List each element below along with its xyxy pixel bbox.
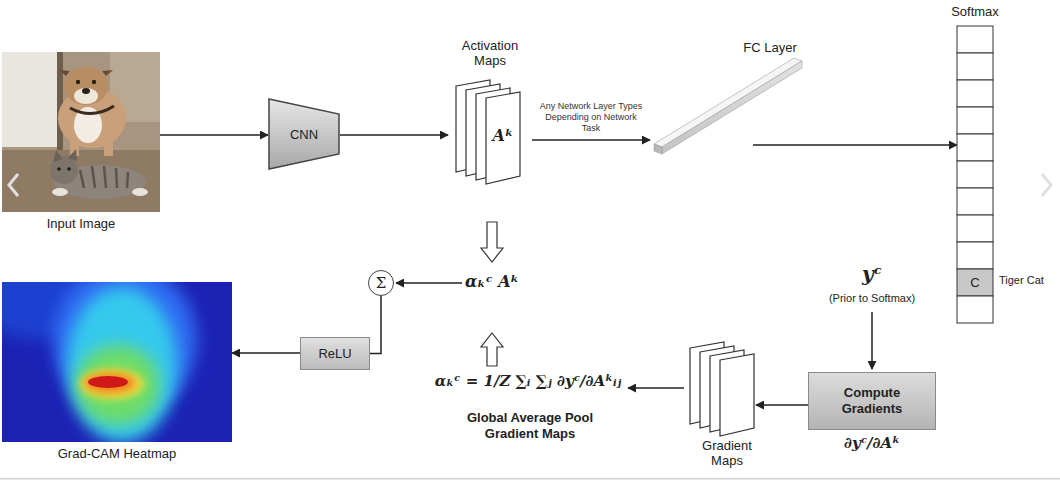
softmax-vector: SoftmaxC (945, 4, 1005, 330)
edge-label: Any Network Layer Types Depending on Net… (536, 101, 646, 134)
fc-bar-outline (662, 61, 802, 154)
input-photo (82, 88, 90, 94)
block-label: CNN (268, 98, 340, 170)
image-caption: Input Image (2, 216, 160, 231)
class-name: Tiger Cat (999, 274, 1044, 286)
hollow-arrow (481, 222, 503, 262)
softmax-column (957, 26, 993, 53)
fc-layer-bar: FC Layer (650, 38, 808, 162)
process-box-frame: Compute Gradients (808, 372, 936, 430)
softmax-column (957, 80, 993, 107)
heatmap-image (88, 376, 128, 388)
flow-arrow (628, 387, 684, 389)
process-box-frame: ReLU (300, 337, 370, 370)
input-photo (80, 166, 128, 188)
process-box: Compute Gradients ∂yᶜ/∂Aᵏ (808, 372, 936, 456)
input-photo (76, 80, 80, 84)
input-photo (57, 167, 61, 171)
activation-map-pages (486, 92, 520, 184)
input-image: Input Image (2, 52, 160, 234)
process-label: ReLU (301, 338, 369, 369)
fc-bar-outline (654, 58, 802, 147)
softmax-column (957, 296, 993, 323)
input-photo (70, 106, 114, 114)
stack-title: Activation Maps (448, 38, 532, 68)
input-photo (132, 188, 148, 196)
layer-title: FC Layer (732, 40, 808, 55)
input-photo (57, 52, 63, 152)
flow-arrow (396, 282, 462, 284)
input-photo (2, 52, 57, 147)
process-box: ReLU (300, 337, 370, 370)
softmax-column (957, 53, 993, 80)
softmax-column (957, 107, 993, 134)
vector-title: Softmax (945, 4, 1005, 19)
heatmap-image (76, 345, 160, 425)
flow-arrow (370, 296, 381, 354)
flow-arrow (756, 404, 808, 406)
input-photo (2, 52, 160, 212)
heatmap-image (67, 287, 177, 442)
hollow-arrow (481, 333, 503, 366)
gradient-formula: ∂yᶜ/∂Aᵏ (808, 434, 936, 452)
flow-arrow (871, 312, 873, 369)
input-photo (53, 149, 77, 162)
formula-caption: Global Average Pool Gradient Maps (450, 410, 610, 442)
softmax-column (957, 134, 993, 161)
flow-arrow (232, 352, 300, 354)
hollow-arrow (481, 222, 503, 366)
weighted-map: αₖᶜ Aᵏ (452, 272, 532, 291)
heatmap-image (84, 373, 136, 393)
input-photo (67, 167, 71, 171)
fc-bar-outline (650, 38, 808, 162)
process-label: Compute Gradients (809, 373, 935, 429)
score-note: (Prior to Softmax) (812, 292, 932, 304)
image-caption: Grad-CAM Heatmap (2, 446, 232, 461)
input-photo (2, 52, 160, 212)
fc-bar-outline (654, 144, 662, 154)
score-symbol: yᶜ (842, 262, 902, 286)
heatmap-output: Grad-CAM Heatmap (2, 282, 232, 464)
input-photo (52, 188, 68, 196)
softmax-column (957, 161, 993, 188)
sum-circle: Σ (368, 270, 394, 296)
flow-arrow (340, 134, 448, 136)
cnn-trapezoid: CNN (268, 98, 340, 170)
flow-arrow (532, 139, 650, 141)
heatmap-image (2, 282, 232, 442)
sum-symbol: Σ (369, 271, 393, 295)
softmax-column (957, 242, 993, 269)
softmax-column (957, 215, 993, 242)
softmax-column (957, 269, 993, 296)
carousel-chevron (9, 174, 18, 196)
gradient-map-stack: Gradient Maps (686, 340, 768, 474)
weight-formula: αₖᶜ = 1/Z ∑ᵢ ∑ⱼ ∂yᶜ/∂Aᵏᵢⱼ (418, 372, 638, 390)
input-photo (64, 67, 108, 105)
input-photo (74, 88, 98, 104)
stack-title: Gradient Maps (686, 438, 768, 468)
carousel-chevron (9, 174, 1051, 196)
heatmap-image (80, 369, 144, 399)
gradient-map-pages (720, 354, 754, 436)
bottom-rule (0, 478, 1060, 480)
input-photo (2, 150, 160, 212)
input-photo (59, 70, 113, 76)
flow-arrow (160, 134, 268, 136)
input-photo (92, 80, 96, 84)
sum-circle-frame: Σ (368, 270, 394, 296)
activation-map-stack: Activation MapsAᵏ (448, 38, 532, 188)
flow-arrow (753, 144, 957, 146)
carousel-chevron (1042, 174, 1051, 196)
math-symbol: Aᵏ (486, 124, 520, 146)
softmax-column (957, 188, 993, 215)
cnn-trapezoid-outline (269, 99, 339, 169)
class-cell: C (957, 269, 993, 296)
